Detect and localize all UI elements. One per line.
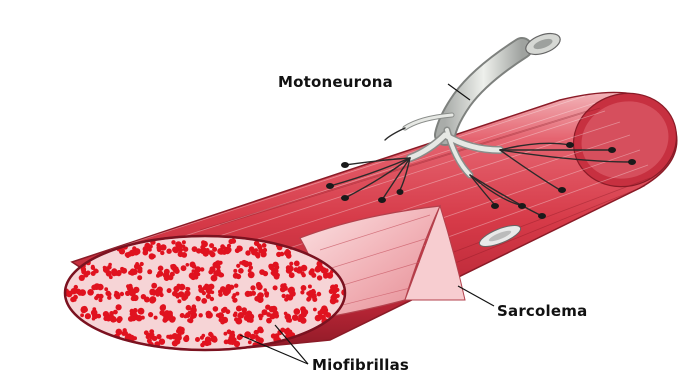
cross-section (63, 236, 347, 350)
motoneuron-label: Motoneurona (278, 73, 393, 91)
myofibrils-label: Miofibrillas (312, 356, 409, 374)
sarcolemma-label: Sarcolema (497, 302, 587, 320)
